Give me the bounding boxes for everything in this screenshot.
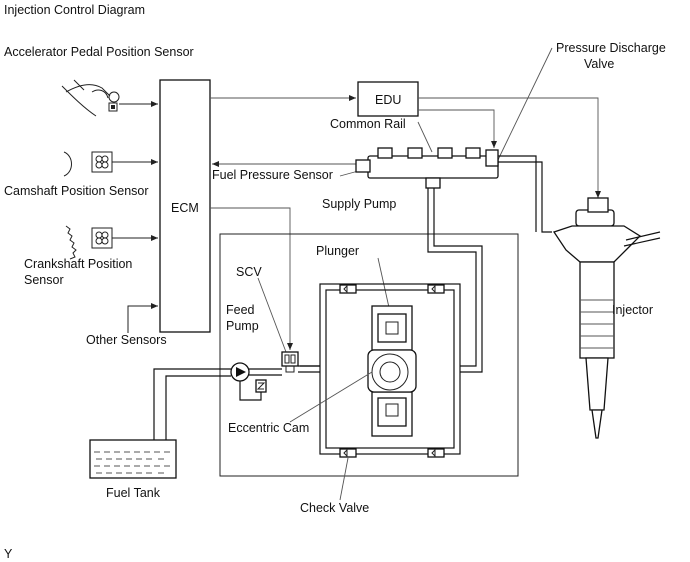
feed-bypass-line	[239, 381, 262, 401]
scv-to-pump-line	[298, 365, 320, 373]
crankshaft-sensor-label-2: Sensor	[24, 273, 64, 287]
fuel-tank-label: Fuel Tank	[106, 486, 161, 500]
diagram-title: Injection Control Diagram	[4, 3, 145, 17]
edu-injector-line	[418, 97, 601, 198]
edu-box	[357, 81, 419, 117]
supply-pump-label: Supply Pump	[322, 197, 396, 211]
plunger-leader	[377, 257, 391, 313]
common-rail-label: Common Rail	[330, 117, 406, 131]
supply-pump-housing	[219, 233, 519, 477]
rail-feed-pipe-b	[433, 188, 483, 373]
eccentric-cam-leader	[289, 371, 373, 423]
feed-pump-icon	[230, 362, 267, 393]
eccentric-cam-label: Eccentric Cam	[228, 421, 309, 435]
other-sensors-line	[127, 303, 158, 333]
ecm-label: ECM	[171, 201, 199, 215]
rail-feed-pipe-a	[427, 188, 477, 367]
edu-label: EDU	[375, 93, 401, 107]
injector-label: Injector	[612, 303, 653, 317]
check-valve-leader	[339, 457, 349, 501]
fuel-tank-icon	[89, 439, 177, 479]
other-sensors-label: Other Sensors	[86, 333, 167, 347]
rail-injector-pipe-2	[498, 155, 537, 232]
crankshaft-sensor-icon	[65, 225, 113, 260]
edu-pdv-line	[418, 109, 497, 148]
plunger-label: Plunger	[316, 244, 359, 258]
camshaft-sensor-icon	[63, 151, 113, 177]
scv-valve-icon	[281, 351, 299, 373]
rail-injector-pipe	[498, 161, 552, 233]
tank-supply-line	[153, 368, 231, 470]
common-rail-leader	[417, 121, 433, 153]
common-rail	[355, 147, 499, 189]
ecm-box	[159, 79, 211, 333]
accelerator-sensor-label: Accelerator Pedal Position Sensor	[4, 45, 194, 59]
crankshaft-sensor-label-1: Crankshaft Position	[24, 257, 132, 271]
tank-supply-line-2	[165, 375, 231, 470]
pdv-label-2: Valve	[584, 57, 614, 71]
accelerator-pedal-icon	[61, 79, 120, 117]
check-valve-label: Check Valve	[300, 501, 369, 515]
injector-icon	[552, 197, 661, 439]
pdv-leader	[495, 47, 553, 165]
corner-code: Y	[4, 547, 13, 561]
check-valve-icon	[339, 284, 445, 458]
feed-pump-label-1: Feed	[226, 303, 255, 317]
ecm-scv-line	[210, 207, 293, 350]
feed-pump-label-2: Pump	[226, 319, 259, 333]
scv-label: SCV	[236, 265, 262, 279]
eccentric-cam-icon	[367, 349, 417, 393]
camshaft-sensor-label: Camshaft Position Sensor	[4, 184, 149, 198]
pdv-label-1: Pressure Discharge	[556, 41, 666, 55]
fuel-pressure-sensor-label: Fuel Pressure Sensor	[212, 168, 333, 182]
scv-leader	[257, 277, 287, 353]
